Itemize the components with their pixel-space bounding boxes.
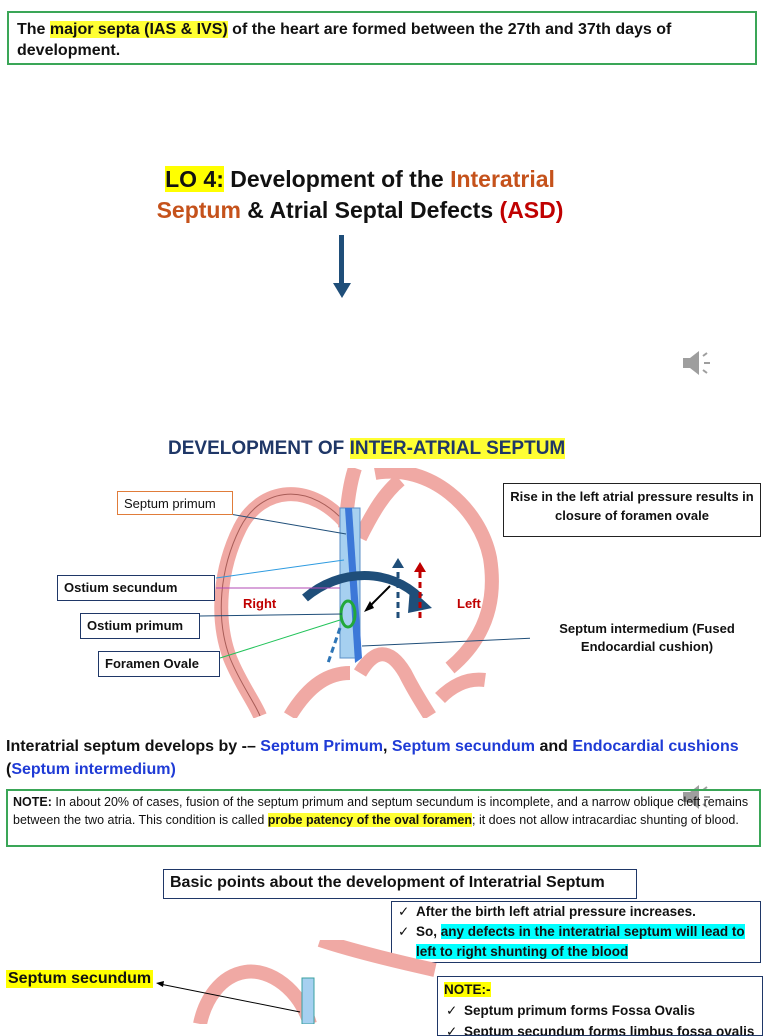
lo-title-part1: Development of the <box>223 166 451 192</box>
diagram-title-highlight: INTER-ATRIAL SEPTUM <box>349 438 566 459</box>
after-birth-item2-highlight: any defects in the interatrial septum wi… <box>416 924 745 959</box>
speaker-icon[interactable] <box>680 346 714 380</box>
label-septum-primum: Septum primum <box>117 491 233 515</box>
after-birth-item2-prefix: So, <box>416 924 441 939</box>
develops-prefix: Interatrial septum develops by -– <box>6 738 261 755</box>
label-septum-intermedium: Septum intermedium (Fused Endocardial cu… <box>559 621 735 654</box>
label-ostium-secundum: Ostium secundum <box>57 575 215 601</box>
after-birth-item: ✓ After the birth left atrial pressure in… <box>396 902 756 922</box>
intro-suffix: of the heart are formed between the 27th… <box>17 21 672 59</box>
after-birth-item1: After the birth left atrial pressure inc… <box>416 904 696 919</box>
note-text2: ; it does not allow intracardiac shuntin… <box>472 813 739 827</box>
develops-item1: Septum Primum <box>260 738 383 755</box>
note2-item: ✓ Septum secundum forms limbus fossa oval… <box>444 1021 756 1036</box>
lo-title-part2: Interatrial <box>450 166 555 192</box>
lo-number: LO 4: <box>165 166 224 192</box>
down-arrow-icon <box>333 235 351 298</box>
intro-prefix: The <box>17 21 50 38</box>
intro-box: The major septa (IAS & IVS) of the heart… <box>7 11 757 65</box>
develops-item4: Septum intermedium) <box>11 761 176 778</box>
checkmark-icon: ✓ <box>446 1024 458 1036</box>
note2-item2: Septum secundum forms limbus fossa ovali… <box>464 1024 755 1036</box>
develops-item3: Endocardial cushions <box>572 738 739 755</box>
note-label: NOTE: <box>13 795 52 809</box>
note2-title: NOTE:- <box>444 982 491 997</box>
develops-sep3: ( <box>6 761 12 778</box>
develops-item2: Septum secundum <box>391 738 536 755</box>
note-text1: In about 20% of cases, fusion of the sep… <box>13 795 749 827</box>
note-highlight: probe patency of the oval foramen <box>267 813 472 827</box>
note2-item: ✓ Septum primum forms Fossa Ovalis <box>444 1000 756 1021</box>
after-birth-box: ✓ After the birth left atrial pressure in… <box>391 901 761 963</box>
note2-box: NOTE:- ✓ Septum primum forms Fossa Ovalis… <box>437 976 763 1036</box>
intro-highlight: major septa (IAS & IVS) <box>49 21 228 38</box>
heart-diagram-2 <box>156 940 437 1024</box>
basic-points-box: Basic points about the development of In… <box>163 869 637 899</box>
label-left: Left <box>457 596 481 611</box>
label-foramen-ovale: Foramen Ovale <box>98 651 220 677</box>
heart-diagram <box>200 468 530 718</box>
checkmark-icon: ✓ <box>398 924 410 939</box>
note2-item1: Septum primum forms Fossa Ovalis <box>464 1003 696 1018</box>
label-ostium-primum: Ostium primum <box>80 613 200 639</box>
diagram-title: DEVELOPMENT OF INTER-ATRIAL SEPTUM <box>168 438 566 460</box>
lo-title-part5: (ASD) <box>499 197 564 223</box>
lo-title-part3: Septum <box>156 197 241 223</box>
lo-title-part4: & Atrial Septal Defects <box>240 197 500 223</box>
checkmark-icon: ✓ <box>446 1003 458 1018</box>
label-septum-secundum: Septum secundum <box>6 970 154 988</box>
after-birth-item: ✓ So, any defects in the interatrial sept… <box>396 922 756 962</box>
develops-sep2: and <box>535 738 573 755</box>
label-right: Right <box>243 596 277 611</box>
lo-title: LO 4: Development of the Interatrial Sep… <box>60 164 660 226</box>
checkmark-icon: ✓ <box>398 904 410 919</box>
rise-pressure-box: Rise in the left atrial pressure results… <box>503 483 761 537</box>
develops-sep1: , <box>382 738 392 755</box>
develops-text: Interatrial septum develops by -– Septum… <box>6 735 764 781</box>
note-box: NOTE: In about 20% of cases, fusion of t… <box>6 789 761 847</box>
diagram-title-plain: DEVELOPMENT OF <box>168 438 350 459</box>
